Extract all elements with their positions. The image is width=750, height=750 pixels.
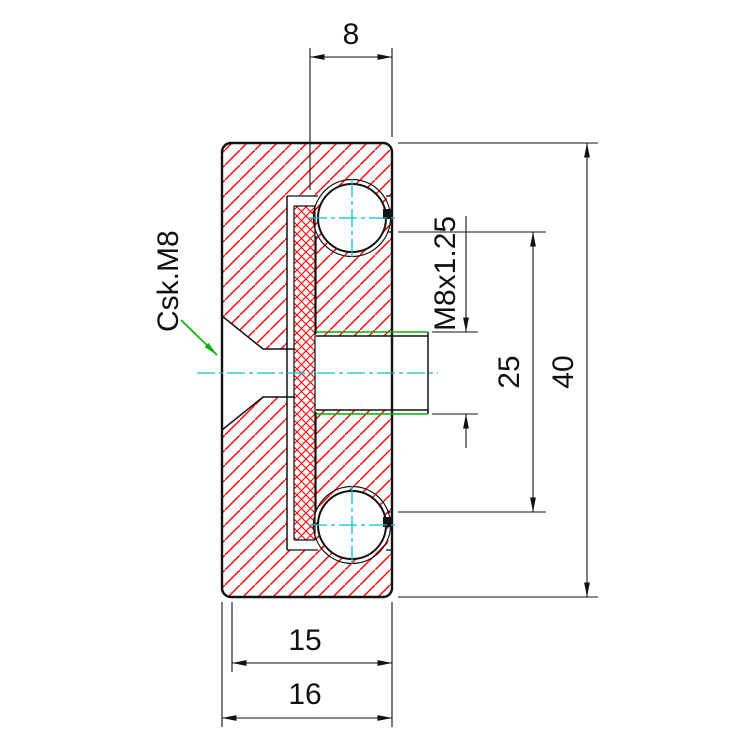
thread-major-lines <box>316 331 428 415</box>
part-outline-group <box>220 141 429 599</box>
centerline-group <box>197 179 438 564</box>
dim-40-label: 40 <box>547 355 580 388</box>
inner-ring-section <box>312 178 392 565</box>
dim-16-label: 16 <box>288 678 321 711</box>
dim-25-label: 25 <box>493 355 526 388</box>
stud-end-faces <box>294 205 315 541</box>
thread-minor-lines <box>316 335 428 411</box>
dim-8-extension-lines <box>309 48 393 190</box>
roller-body-outline <box>220 141 394 599</box>
thread-annotation-group <box>180 319 428 415</box>
csk-leader-line <box>180 319 218 356</box>
thread-label: M8x1.25 <box>429 216 462 331</box>
dim-25-extension-lines <box>398 231 546 513</box>
left-flange-section <box>222 143 287 597</box>
dimension-text-group: 8 40 25 M8x1.25 15 16 Csk.M8 <box>152 18 580 711</box>
countersink-profile <box>221 315 295 431</box>
dim-8-label: 8 <box>343 18 360 51</box>
seal-bottom <box>383 517 393 527</box>
dim-40-extension-lines <box>398 142 598 598</box>
csk-label: Csk.M8 <box>152 230 185 332</box>
dimension-group <box>221 48 598 727</box>
seal-top <box>383 209 393 219</box>
dim-15-label: 15 <box>288 624 321 657</box>
dim-thread-extension-lines <box>432 331 478 415</box>
